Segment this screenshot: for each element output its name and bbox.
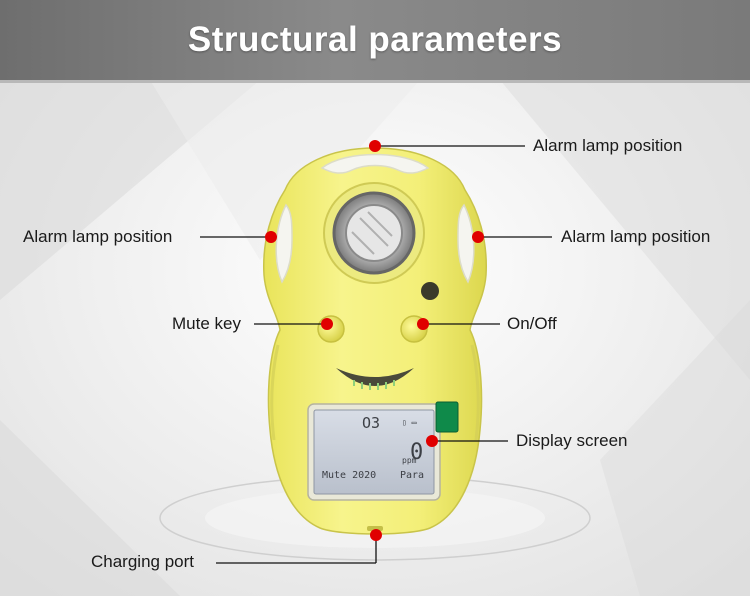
- title-banner: Structural parameters: [0, 0, 750, 80]
- left-alarm-lamp: [275, 203, 293, 284]
- lcd-gas-type: O3: [362, 414, 381, 432]
- label-display-screen: Display screen: [516, 431, 628, 450]
- marker-alarm-top: [369, 140, 381, 152]
- label-alarm-left: Alarm lamp position: [23, 227, 173, 246]
- callout-markers: [265, 140, 484, 541]
- marker-display: [426, 435, 438, 447]
- banner-divider: [0, 80, 750, 83]
- top-alarm-lamp: [320, 153, 430, 174]
- label-alarm-right: Alarm lamp position: [561, 227, 711, 246]
- lcd-reading: 0: [410, 440, 424, 465]
- marker-charging-port: [370, 529, 382, 541]
- lcd-content: O3 ▯ ▭ 0 ppm Mute 2020 Para: [316, 412, 432, 492]
- lcd-battery-icon: ▯ ▭: [402, 418, 417, 427]
- charging-port: [367, 526, 383, 531]
- lcd-right-softkey: Para: [400, 470, 425, 481]
- status-indicator: [435, 401, 459, 433]
- marker-alarm-right: [472, 231, 484, 243]
- buzzer-hole: [421, 282, 439, 300]
- marker-on-off: [417, 318, 429, 330]
- label-mute-key: Mute key: [172, 314, 241, 333]
- lcd-left-softkey: Mute 2020: [322, 470, 377, 481]
- leader-lines: [200, 145, 552, 564]
- lcd-unit: ppm: [402, 456, 417, 465]
- label-charging-port: Charging port: [91, 552, 195, 571]
- marker-mute-key: [321, 318, 333, 330]
- page-title: Structural parameters: [187, 20, 563, 59]
- label-on-off: On/Off: [507, 314, 557, 333]
- label-alarm-top: Alarm lamp position: [533, 136, 683, 155]
- display-screen: [313, 409, 435, 495]
- marker-alarm-left: [265, 231, 277, 243]
